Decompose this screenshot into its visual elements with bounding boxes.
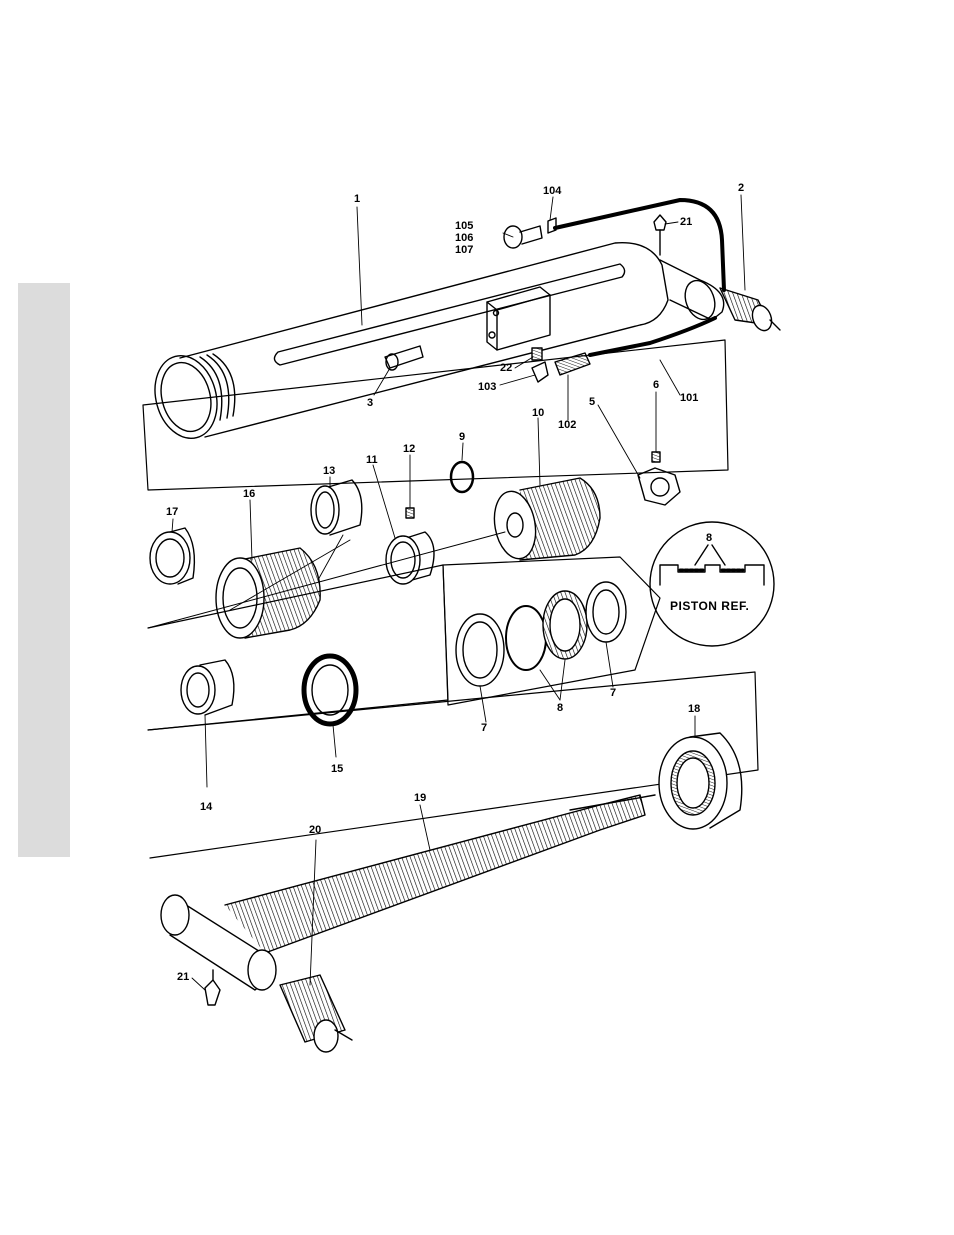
- fitting-3: [385, 346, 423, 370]
- inset-title: PISTON REF.: [670, 599, 749, 613]
- setscrew-6: [652, 452, 660, 462]
- nut-5: [638, 468, 680, 505]
- callout-8b: 8: [557, 703, 563, 714]
- callout-105: 105: [455, 221, 473, 232]
- callout-17: 17: [166, 507, 178, 518]
- head-16: [216, 548, 320, 638]
- callout-15: 15: [331, 764, 343, 775]
- callout-104: 104: [543, 186, 561, 197]
- callout-11: 11: [366, 455, 378, 466]
- grease-fitting-21: [654, 215, 666, 255]
- callout-21b: 21: [177, 972, 189, 983]
- piston-10: [489, 478, 600, 562]
- bushing-20: [280, 975, 352, 1052]
- callout-8a: 8: [706, 533, 712, 544]
- callout-22: 22: [500, 363, 512, 374]
- fitting-105: [504, 218, 556, 248]
- callout-12: 12: [403, 444, 415, 455]
- callout-1: 1: [354, 194, 360, 205]
- callout-106: 106: [455, 233, 473, 244]
- callout-10: 10: [532, 408, 544, 419]
- piston-seals-group: [443, 557, 660, 705]
- elbow-103: [532, 362, 548, 382]
- callout-19: 19: [414, 793, 426, 804]
- piston-rod-19: [225, 795, 655, 953]
- wiper-17: [150, 528, 194, 584]
- callout-9: 9: [459, 432, 465, 443]
- callout-101: 101: [680, 393, 698, 404]
- callout-107: 107: [455, 245, 473, 256]
- group-box-upper: [143, 340, 728, 490]
- grease-fitting-21-lower: [205, 970, 220, 1005]
- callout-20: 20: [309, 825, 321, 836]
- callout-21a: 21: [680, 217, 692, 228]
- callout-13: 13: [323, 466, 335, 477]
- o-ring-9: [451, 462, 473, 492]
- callout-14: 14: [200, 802, 212, 813]
- fitting-102: [555, 353, 590, 375]
- callout-103: 103: [478, 382, 496, 393]
- callout-7a: 7: [481, 723, 487, 734]
- fitting-22: [532, 348, 542, 360]
- callout-7b: 7: [610, 688, 616, 699]
- callout-6: 6: [653, 380, 659, 391]
- bushing-13: [311, 480, 362, 535]
- nut-18: [659, 733, 742, 829]
- callout-5: 5: [589, 397, 595, 408]
- bushing-2: [720, 288, 780, 333]
- callout-18: 18: [688, 704, 700, 715]
- bushing-14: [181, 660, 234, 715]
- callout-102: 102: [558, 420, 576, 431]
- setscrew-12: [406, 508, 414, 518]
- callout-3: 3: [367, 398, 373, 409]
- callout-16: 16: [243, 489, 255, 500]
- callout-2: 2: [738, 183, 744, 194]
